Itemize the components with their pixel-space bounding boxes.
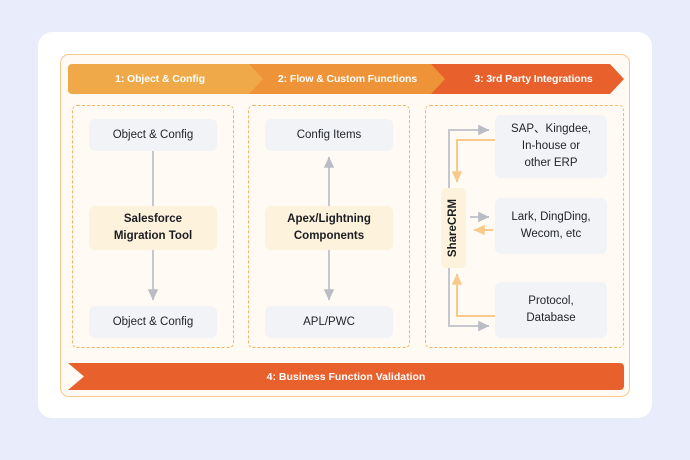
business-function-validation-label: 4: Business Function Validation: [266, 370, 426, 383]
box-salesforce-migration-tool-label: Salesforce Migration Tool: [114, 211, 192, 244]
box-object-config-source[interactable]: Object & Config: [89, 119, 217, 151]
box-apl-pwc[interactable]: APL/PWC: [265, 306, 393, 338]
stage-chevron-1[interactable]: 1: Object & Config: [68, 64, 264, 94]
stage-chevron-row: 1: Object & Config 2: Flow & Custom Func…: [68, 64, 624, 94]
erp-line3: other ERP: [524, 156, 578, 169]
box-config-items-label: Config Items: [296, 128, 362, 141]
box-sharecrm-hub[interactable]: ShareCRM: [441, 188, 466, 268]
box-erp-systems[interactable]: SAP、Kingdee, In-house or other ERP: [495, 115, 607, 178]
business-function-validation-banner[interactable]: 4: Business Function Validation: [68, 363, 624, 390]
stage-chevron-2-label: 2: Flow & Custom Functions: [277, 73, 418, 85]
box-sharecrm-hub-label: ShareCRM: [447, 198, 460, 258]
box-protocol-database[interactable]: Protocol, Database: [495, 282, 607, 338]
apex-line1: Apex/Lightning: [287, 213, 371, 226]
stage-chevron-1-label: 1: Object & Config: [115, 73, 205, 85]
column-third-party-integrations: [425, 105, 624, 348]
column-flow-custom-functions: [248, 105, 410, 348]
box-im-platforms-label: Lark, DingDing, Wecom, etc: [511, 209, 590, 242]
box-apl-pwc-label: APL/PWC: [303, 315, 355, 328]
stage-chevron-3[interactable]: 3: 3rd Party Integrations: [431, 64, 624, 94]
erp-line1: SAP、Kingdee,: [511, 123, 591, 136]
box-object-config-source-label: Object & Config: [112, 128, 194, 141]
im-line1: Lark, DingDing,: [511, 211, 591, 224]
column-object-config: [72, 105, 234, 348]
erp-line2: In-house or: [521, 140, 581, 153]
apex-line2: Components: [293, 230, 365, 242]
db-line1: Protocol,: [528, 295, 574, 308]
migration-tool-line2: Migration Tool: [113, 230, 193, 242]
box-object-config-target[interactable]: Object & Config: [89, 306, 217, 338]
box-im-platforms[interactable]: Lark, DingDing, Wecom, etc: [495, 198, 607, 254]
box-salesforce-migration-tool[interactable]: Salesforce Migration Tool: [89, 206, 217, 250]
stage-chevron-3-label: 3: 3rd Party Integrations: [474, 73, 593, 85]
migration-tool-line1: Salesforce: [123, 213, 183, 226]
box-protocol-database-label: Protocol, Database: [526, 293, 575, 326]
box-config-items[interactable]: Config Items: [265, 119, 393, 151]
box-erp-systems-label: SAP、Kingdee, In-house or other ERP: [511, 121, 591, 171]
box-object-config-target-label: Object & Config: [112, 315, 194, 328]
box-apex-lightning-components[interactable]: Apex/Lightning Components: [265, 206, 393, 250]
box-apex-lightning-components-label: Apex/Lightning Components: [287, 211, 371, 244]
im-line2: Wecom, etc: [520, 228, 582, 240]
db-line2: Database: [526, 312, 576, 324]
stage-chevron-2[interactable]: 2: Flow & Custom Functions: [249, 64, 446, 94]
